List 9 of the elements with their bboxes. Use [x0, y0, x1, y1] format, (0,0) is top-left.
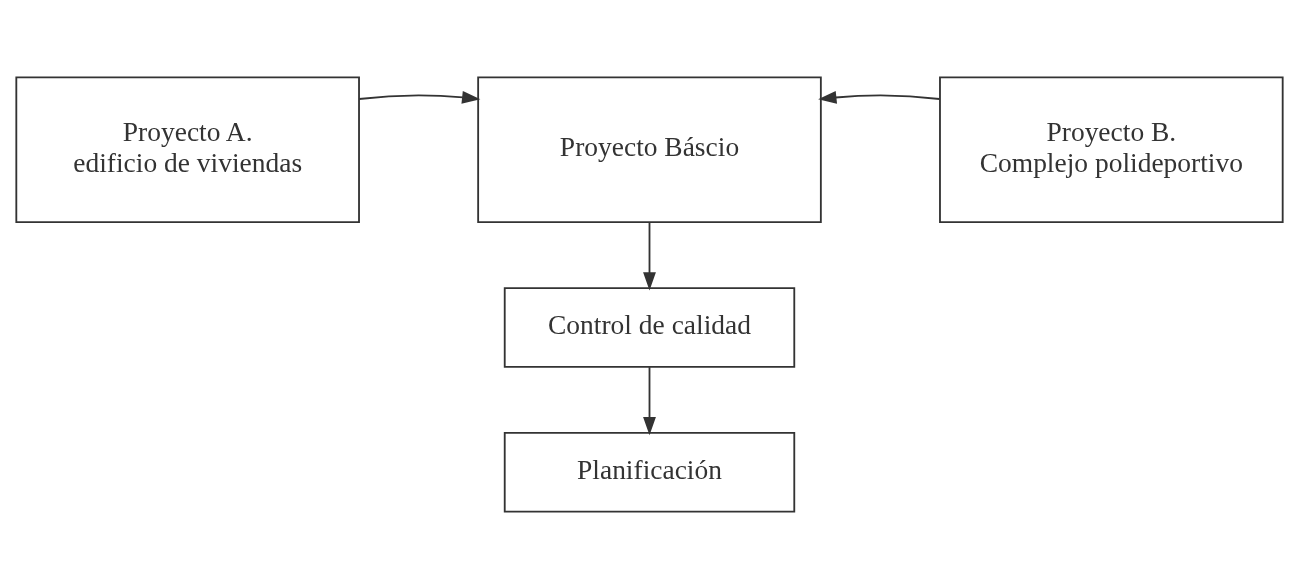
node-box: Planificación	[503, 431, 796, 513]
arrow	[643, 365, 656, 435]
node-box: Proyecto B. Complejo polideportivo	[939, 75, 1284, 223]
node-box: Control de calidad	[503, 286, 796, 368]
arrow	[358, 90, 481, 104]
arrow	[818, 90, 941, 104]
node-box: Proyecto Báscio	[477, 75, 822, 223]
arrow	[643, 220, 656, 291]
node-box: Proyecto A. edificio de viviendas	[15, 75, 360, 223]
